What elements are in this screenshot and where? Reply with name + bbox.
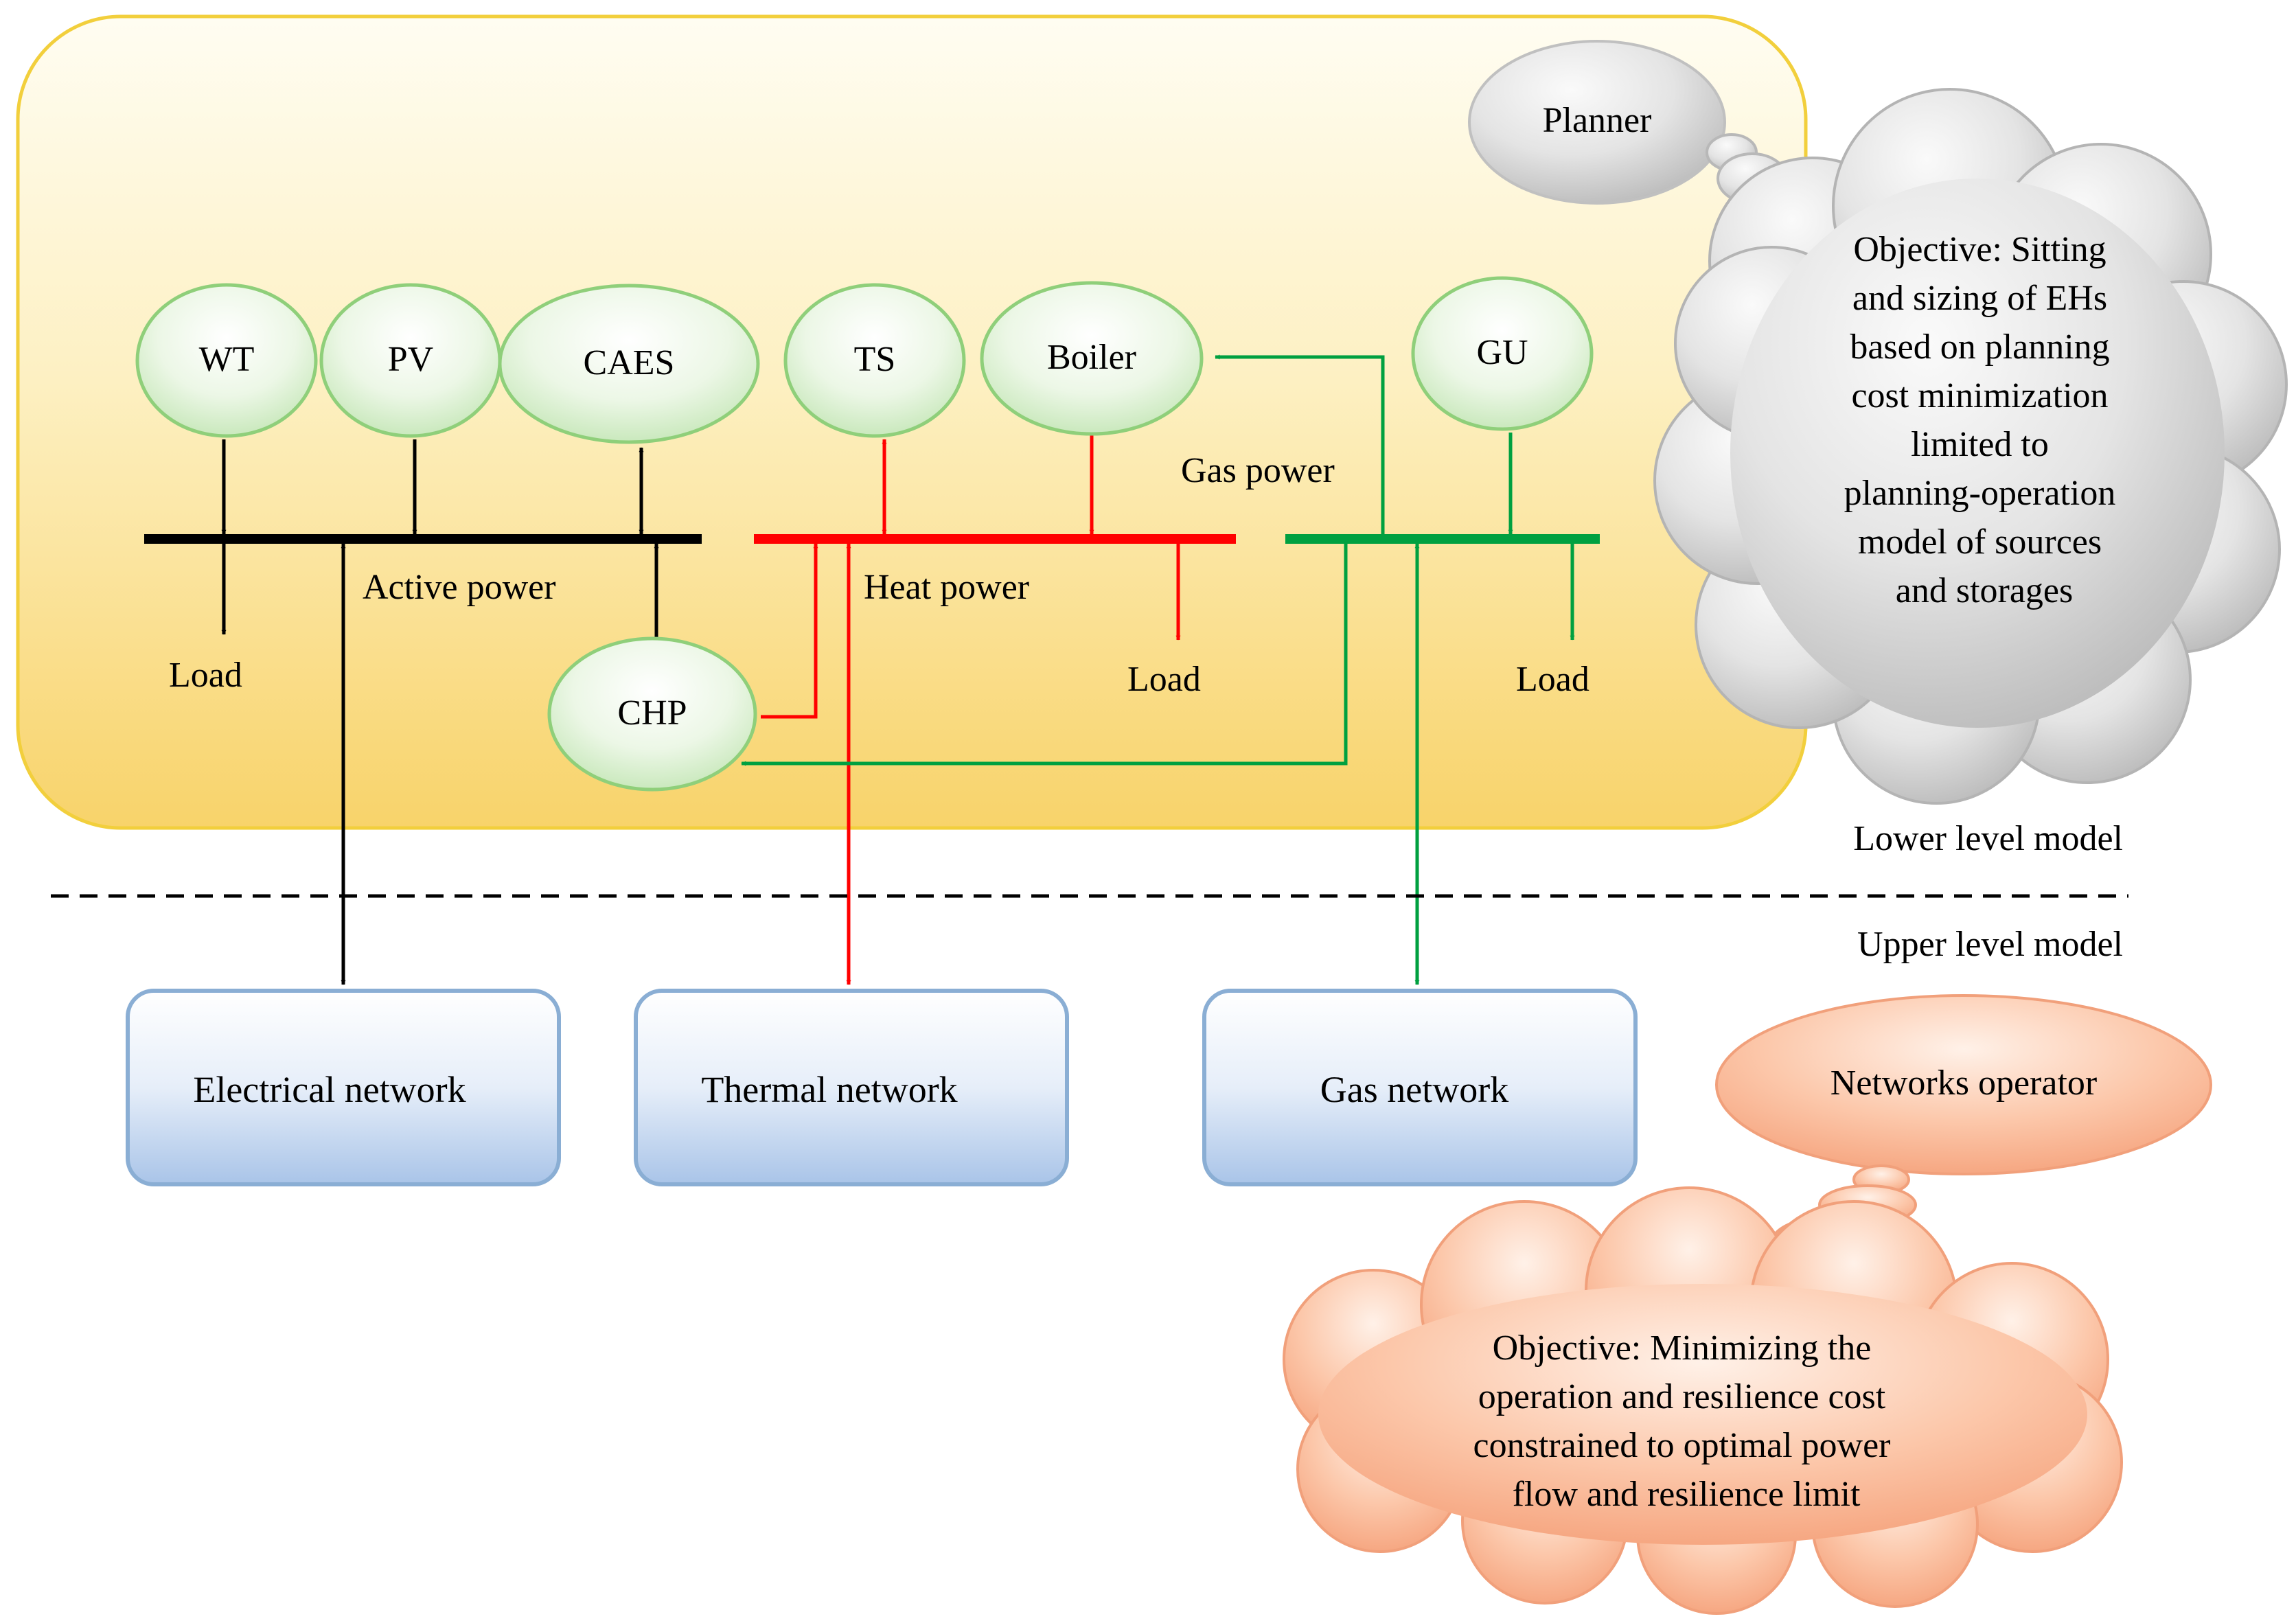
upper-level-label: Upper level model bbox=[1857, 925, 2123, 964]
active-power-label: Active power bbox=[363, 568, 556, 607]
caes-label: CAES bbox=[584, 343, 675, 382]
node-pv: PV bbox=[319, 283, 502, 438]
electric-connections bbox=[221, 439, 659, 985]
operator-objective-line-3: constrained to optimal power bbox=[1473, 1426, 1891, 1465]
planner-objective-line-8: and storages bbox=[1896, 571, 2073, 610]
gas-load-label: Load bbox=[1516, 660, 1589, 699]
node-ts: TS bbox=[783, 283, 966, 438]
operator-objective-line-1: Objective: Minimizing the bbox=[1493, 1329, 1872, 1368]
node-chp: CHP bbox=[547, 636, 757, 792]
electrical-network-label: Electrical network bbox=[193, 1069, 466, 1110]
chp-label: CHP bbox=[617, 693, 687, 733]
gas-network-box: Gas network bbox=[1202, 989, 1638, 1186]
lower-level-label: Lower level model bbox=[1853, 819, 2123, 858]
planner-objective-text: Objective: Sitting and sizing of EHs bas… bbox=[1844, 230, 2125, 610]
electrical-network-box: Electrical network bbox=[126, 989, 561, 1186]
gas-to-boiler-arrow bbox=[1215, 354, 1385, 534]
planner-objective-line-6: planning-operation bbox=[1844, 474, 2116, 513]
planner-objective-cloud bbox=[1653, 88, 2288, 805]
node-wt: WT bbox=[135, 283, 318, 438]
active-load-label: Load bbox=[169, 656, 242, 695]
heat-power-label: Heat power bbox=[864, 568, 1029, 607]
operator-objective-cloud bbox=[1283, 1186, 2123, 1615]
heat-load-label: Load bbox=[1127, 660, 1201, 699]
ts-label: TS bbox=[854, 340, 896, 379]
gas-to-chp-arrow bbox=[741, 544, 1348, 766]
chp-to-heat-bus-arrow bbox=[761, 543, 818, 719]
gas-network-label: Gas network bbox=[1320, 1069, 1508, 1110]
node-gu: GU bbox=[1411, 276, 1594, 431]
planner-objective-line-7: model of sources bbox=[1858, 522, 2102, 562]
gu-label: GU bbox=[1476, 333, 1528, 372]
planner-label: Planner bbox=[1543, 101, 1652, 140]
gas-power-label: Gas power bbox=[1181, 451, 1335, 490]
wt-label: WT bbox=[199, 340, 255, 379]
operator-objective-line-4: flow and resilience limit bbox=[1513, 1475, 1861, 1514]
planner-objective-line-5: limited to bbox=[1911, 425, 2049, 464]
boiler-label: Boiler bbox=[1047, 338, 1136, 377]
operator-objective-text: Objective: Minimizing the operation and … bbox=[1473, 1329, 1900, 1514]
pv-label: PV bbox=[388, 340, 433, 379]
planner-objective-line-3: based on planning bbox=[1850, 327, 2109, 367]
planner-objective-line-4: cost minimization bbox=[1851, 376, 2108, 415]
gas-connections bbox=[741, 354, 1575, 985]
node-caes: CAES bbox=[498, 284, 760, 444]
planner-objective-line-1: Objective: Sitting bbox=[1853, 230, 2106, 269]
operator-label: Networks operator bbox=[1830, 1064, 2097, 1103]
planner-objective-line-2: and sizing of EHs bbox=[1852, 279, 2107, 318]
node-boiler: Boiler bbox=[980, 281, 1204, 436]
operator-objective-line-2: operation and resilience cost bbox=[1478, 1377, 1886, 1416]
thermal-network-box: Thermal network bbox=[634, 989, 1069, 1186]
thermal-network-label: Thermal network bbox=[701, 1069, 957, 1110]
